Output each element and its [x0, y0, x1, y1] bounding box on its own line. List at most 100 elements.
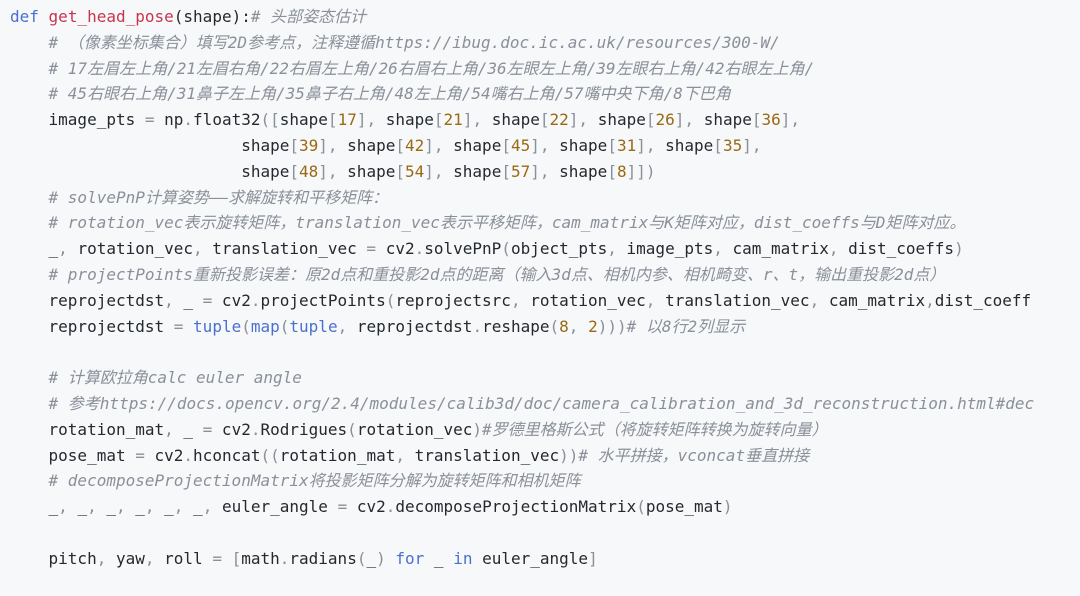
- code-token: _: [10, 497, 59, 517]
- code-token: =: [212, 548, 222, 568]
- code-token: ,: [337, 316, 357, 336]
- code-token: shape: [703, 110, 752, 130]
- code-line: # rotation_vec表示旋转矩阵，translation_vec表示平移…: [10, 210, 1080, 236]
- code-token: radians: [289, 548, 357, 568]
- code-token: translation_vec: [665, 290, 810, 310]
- code-token: 45: [510, 135, 531, 155]
- code-token: =: [366, 239, 377, 259]
- code-token: ((: [260, 445, 280, 465]
- code-token: rotation_vec: [356, 419, 473, 439]
- code-token: 2: [588, 316, 598, 336]
- code-token: =: [135, 445, 145, 465]
- code-token: projectPoints: [260, 290, 386, 310]
- code-token: ,: [87, 497, 107, 517]
- code-token: [: [395, 161, 405, 181]
- code-token: ): [376, 548, 386, 568]
- code-token: object_pts: [510, 239, 608, 259]
- code-line: # 17左眉左上角/21左眉右角/22右眉左上角/26右眉右上角/36左眼左上角…: [10, 56, 1080, 82]
- code-token: [: [501, 161, 511, 181]
- code-token: _: [164, 497, 174, 517]
- code-token: [: [289, 161, 299, 181]
- code-line: shape[48], shape[54], shape[57], shape[8…: [10, 159, 1080, 185]
- code-token: (: [636, 497, 646, 517]
- code-token: shape: [491, 110, 540, 130]
- code-token: ],: [530, 161, 560, 181]
- code-token: .: [385, 497, 396, 517]
- code-token: [39, 7, 49, 26]
- code-token: tuple: [289, 316, 338, 336]
- code-token: ,: [96, 548, 116, 568]
- code-token: ,: [828, 239, 849, 259]
- code-token: [: [607, 161, 617, 181]
- code-token: pitch: [10, 548, 97, 568]
- code-token: reprojectdst: [10, 316, 174, 336]
- code-token: 17: [337, 110, 357, 130]
- code-token: ,: [568, 316, 589, 336]
- code-line: [10, 339, 1080, 365]
- code-token: cv2: [347, 497, 386, 517]
- code-token: _: [183, 290, 203, 310]
- code-token: shape: [10, 161, 290, 181]
- code-token: [: [713, 135, 723, 155]
- code-token: decomposeProjectionMatrix: [395, 497, 637, 517]
- code-token: map: [250, 316, 280, 336]
- code-comment: # 参考https://docs.opencv.org/2.4/modules/…: [48, 393, 1035, 413]
- code-token: ,: [925, 290, 935, 310]
- code-token: rotation_vec: [77, 239, 194, 259]
- code-token: float32: [193, 110, 261, 130]
- code-token: (: [241, 316, 251, 336]
- code-token: (: [279, 316, 290, 336]
- code-token: ([: [260, 110, 280, 130]
- code-token: ))): [597, 316, 627, 336]
- code-line: # solvePnP计算姿势——求解旋转和平移矩阵：: [10, 185, 1080, 211]
- code-token: cv2: [144, 445, 184, 465]
- code-token: [10, 59, 49, 78]
- code-line: # decomposeProjectionMatrix将投影矩阵分解为旋转矩阵和…: [10, 468, 1080, 494]
- code-token: =: [144, 110, 155, 130]
- code-token: _: [106, 497, 116, 517]
- code-token: translation_vec: [212, 239, 367, 259]
- code-token: [10, 188, 49, 207]
- code-token: image_pts: [10, 110, 145, 130]
- code-token: shape: [347, 135, 396, 155]
- code-token: def: [10, 7, 39, 26]
- code-token: (: [356, 548, 367, 568]
- code-token: pose_mat: [645, 497, 723, 517]
- code-token: ,: [58, 239, 78, 259]
- code-comment: # 计算欧拉角calc euler angle: [48, 368, 302, 388]
- code-token: ]]): [626, 161, 656, 181]
- code-token: shape: [10, 135, 290, 155]
- code-token: 22: [549, 110, 569, 130]
- code-token: yaw: [115, 548, 145, 568]
- code-comment: # （像素坐标集合）填写2D参考点，注释遵循https://ibug.doc.i…: [48, 32, 780, 52]
- code-token: [: [289, 135, 299, 155]
- code-token: ,: [809, 290, 829, 310]
- code-token: cam_matrix: [732, 239, 829, 259]
- code-token: ,: [193, 239, 213, 259]
- code-token: ],: [318, 135, 348, 155]
- code-token: =: [202, 290, 213, 310]
- code-token: roll: [164, 548, 213, 568]
- code-token: _: [366, 548, 377, 568]
- code-token: ): [954, 239, 964, 259]
- code-token: _: [193, 497, 203, 517]
- code-token: [: [327, 110, 338, 130]
- code-token: (shape):: [173, 7, 251, 26]
- code-comment: #罗德里格斯公式（将旋转矩阵转换为旋转向量）: [482, 419, 828, 439]
- code-token: 26: [655, 110, 675, 130]
- code-token: get_head_pose: [48, 7, 174, 26]
- code-token: ]: [588, 548, 598, 568]
- code-line: reprojectdst, _ = cv2.projectPoints(repr…: [10, 288, 1080, 314]
- code-token: [10, 213, 49, 232]
- code-token: =: [202, 419, 213, 439]
- code-line: # projectPoints重新投影误差：原2d点和重投影2d点的距离（输入3…: [10, 262, 1080, 288]
- code-token: ],: [424, 161, 454, 181]
- code-token: ],: [356, 110, 386, 130]
- code-token: (: [549, 316, 560, 336]
- code-token: _: [10, 239, 59, 259]
- code-line: # （像素坐标集合）填写2D参考点，注释遵循https://ibug.doc.i…: [10, 30, 1080, 56]
- code-token: .: [414, 239, 425, 259]
- code-token: _: [424, 548, 454, 568]
- code-token: [10, 33, 49, 52]
- code-comment: # projectPoints重新投影误差：原2d点和重投影2d点的距离（输入3…: [48, 264, 946, 284]
